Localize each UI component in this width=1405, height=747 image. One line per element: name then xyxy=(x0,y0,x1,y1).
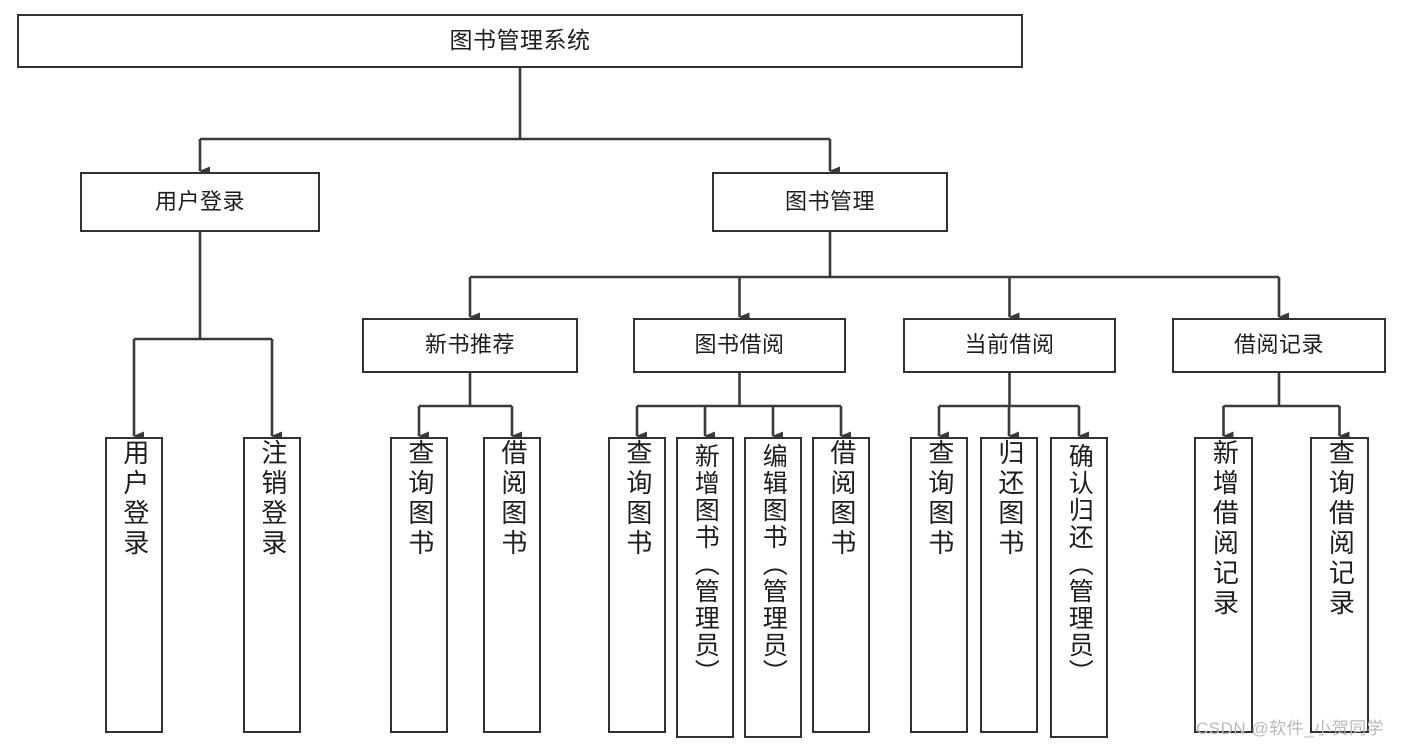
node-root[interactable]: 图书管理系统 xyxy=(17,14,1023,68)
node-label-leaf-borrow-book-1: 借阅图书 xyxy=(497,439,528,559)
node-current-borrow[interactable]: 当前借阅 xyxy=(903,318,1116,373)
node-leaf-query-book-2[interactable]: 查询图书 xyxy=(608,437,666,733)
edge-group xyxy=(132,68,1350,441)
node-leaf-confirm-return[interactable]: 确认归还（管理员） xyxy=(1050,437,1108,738)
node-label-current-borrow: 当前借阅 xyxy=(964,332,1055,358)
node-leaf-borrow-book-1[interactable]: 借阅图书 xyxy=(483,437,541,733)
node-label-leaf-query-book-2: 查询图书 xyxy=(622,439,653,559)
node-leaf-add-record[interactable]: 新增借阅记录 xyxy=(1194,437,1253,733)
node-label-leaf-query-record: 查询借阅记录 xyxy=(1325,439,1356,619)
node-leaf-query-book-1[interactable]: 查询图书 xyxy=(390,437,448,733)
node-leaf-add-book[interactable]: 新增图书（管理员） xyxy=(676,437,734,738)
node-label-leaf-return-book: 归还图书 xyxy=(994,439,1025,559)
node-book-manage[interactable]: 图书管理 xyxy=(712,172,948,232)
node-new-book-rec[interactable]: 新书推荐 xyxy=(362,318,578,373)
node-leaf-user-login[interactable]: 用户登录 xyxy=(105,437,163,733)
node-label-leaf-confirm-return: 确认归还（管理员） xyxy=(1065,443,1094,686)
node-leaf-return-book[interactable]: 归还图书 xyxy=(980,437,1038,733)
node-leaf-query-book-3[interactable]: 查询图书 xyxy=(910,437,968,733)
node-label-book-borrow: 图书借阅 xyxy=(694,332,785,358)
node-leaf-edit-book[interactable]: 编辑图书（管理员） xyxy=(744,437,802,738)
node-label-book-manage: 图书管理 xyxy=(784,188,875,214)
node-label-leaf-add-book: 新增图书（管理员） xyxy=(691,443,720,686)
node-label-root: 图书管理系统 xyxy=(449,27,591,54)
node-label-leaf-user-login: 用户登录 xyxy=(119,439,150,559)
node-label-user-login: 用户登录 xyxy=(154,188,245,214)
node-user-login[interactable]: 用户登录 xyxy=(80,172,320,232)
watermark-text: CSDN @软件_小贺同学 xyxy=(1196,719,1385,738)
node-book-borrow[interactable]: 图书借阅 xyxy=(633,318,846,373)
node-label-leaf-logout: 注销登录 xyxy=(257,439,288,559)
node-leaf-borrow-book-2[interactable]: 借阅图书 xyxy=(812,437,870,733)
node-label-leaf-query-book-3: 查询图书 xyxy=(924,439,955,559)
node-label-borrow-record: 借阅记录 xyxy=(1233,332,1324,358)
node-label-leaf-query-book-1: 查询图书 xyxy=(404,439,435,559)
node-label-leaf-add-record: 新增借阅记录 xyxy=(1209,439,1240,619)
node-leaf-query-record[interactable]: 查询借阅记录 xyxy=(1310,437,1369,733)
node-label-leaf-borrow-book-2: 借阅图书 xyxy=(826,439,857,559)
node-borrow-record[interactable]: 借阅记录 xyxy=(1172,318,1386,373)
node-leaf-logout[interactable]: 注销登录 xyxy=(243,437,301,733)
node-label-new-book-rec: 新书推荐 xyxy=(424,332,515,358)
node-label-leaf-edit-book: 编辑图书（管理员） xyxy=(759,443,788,686)
